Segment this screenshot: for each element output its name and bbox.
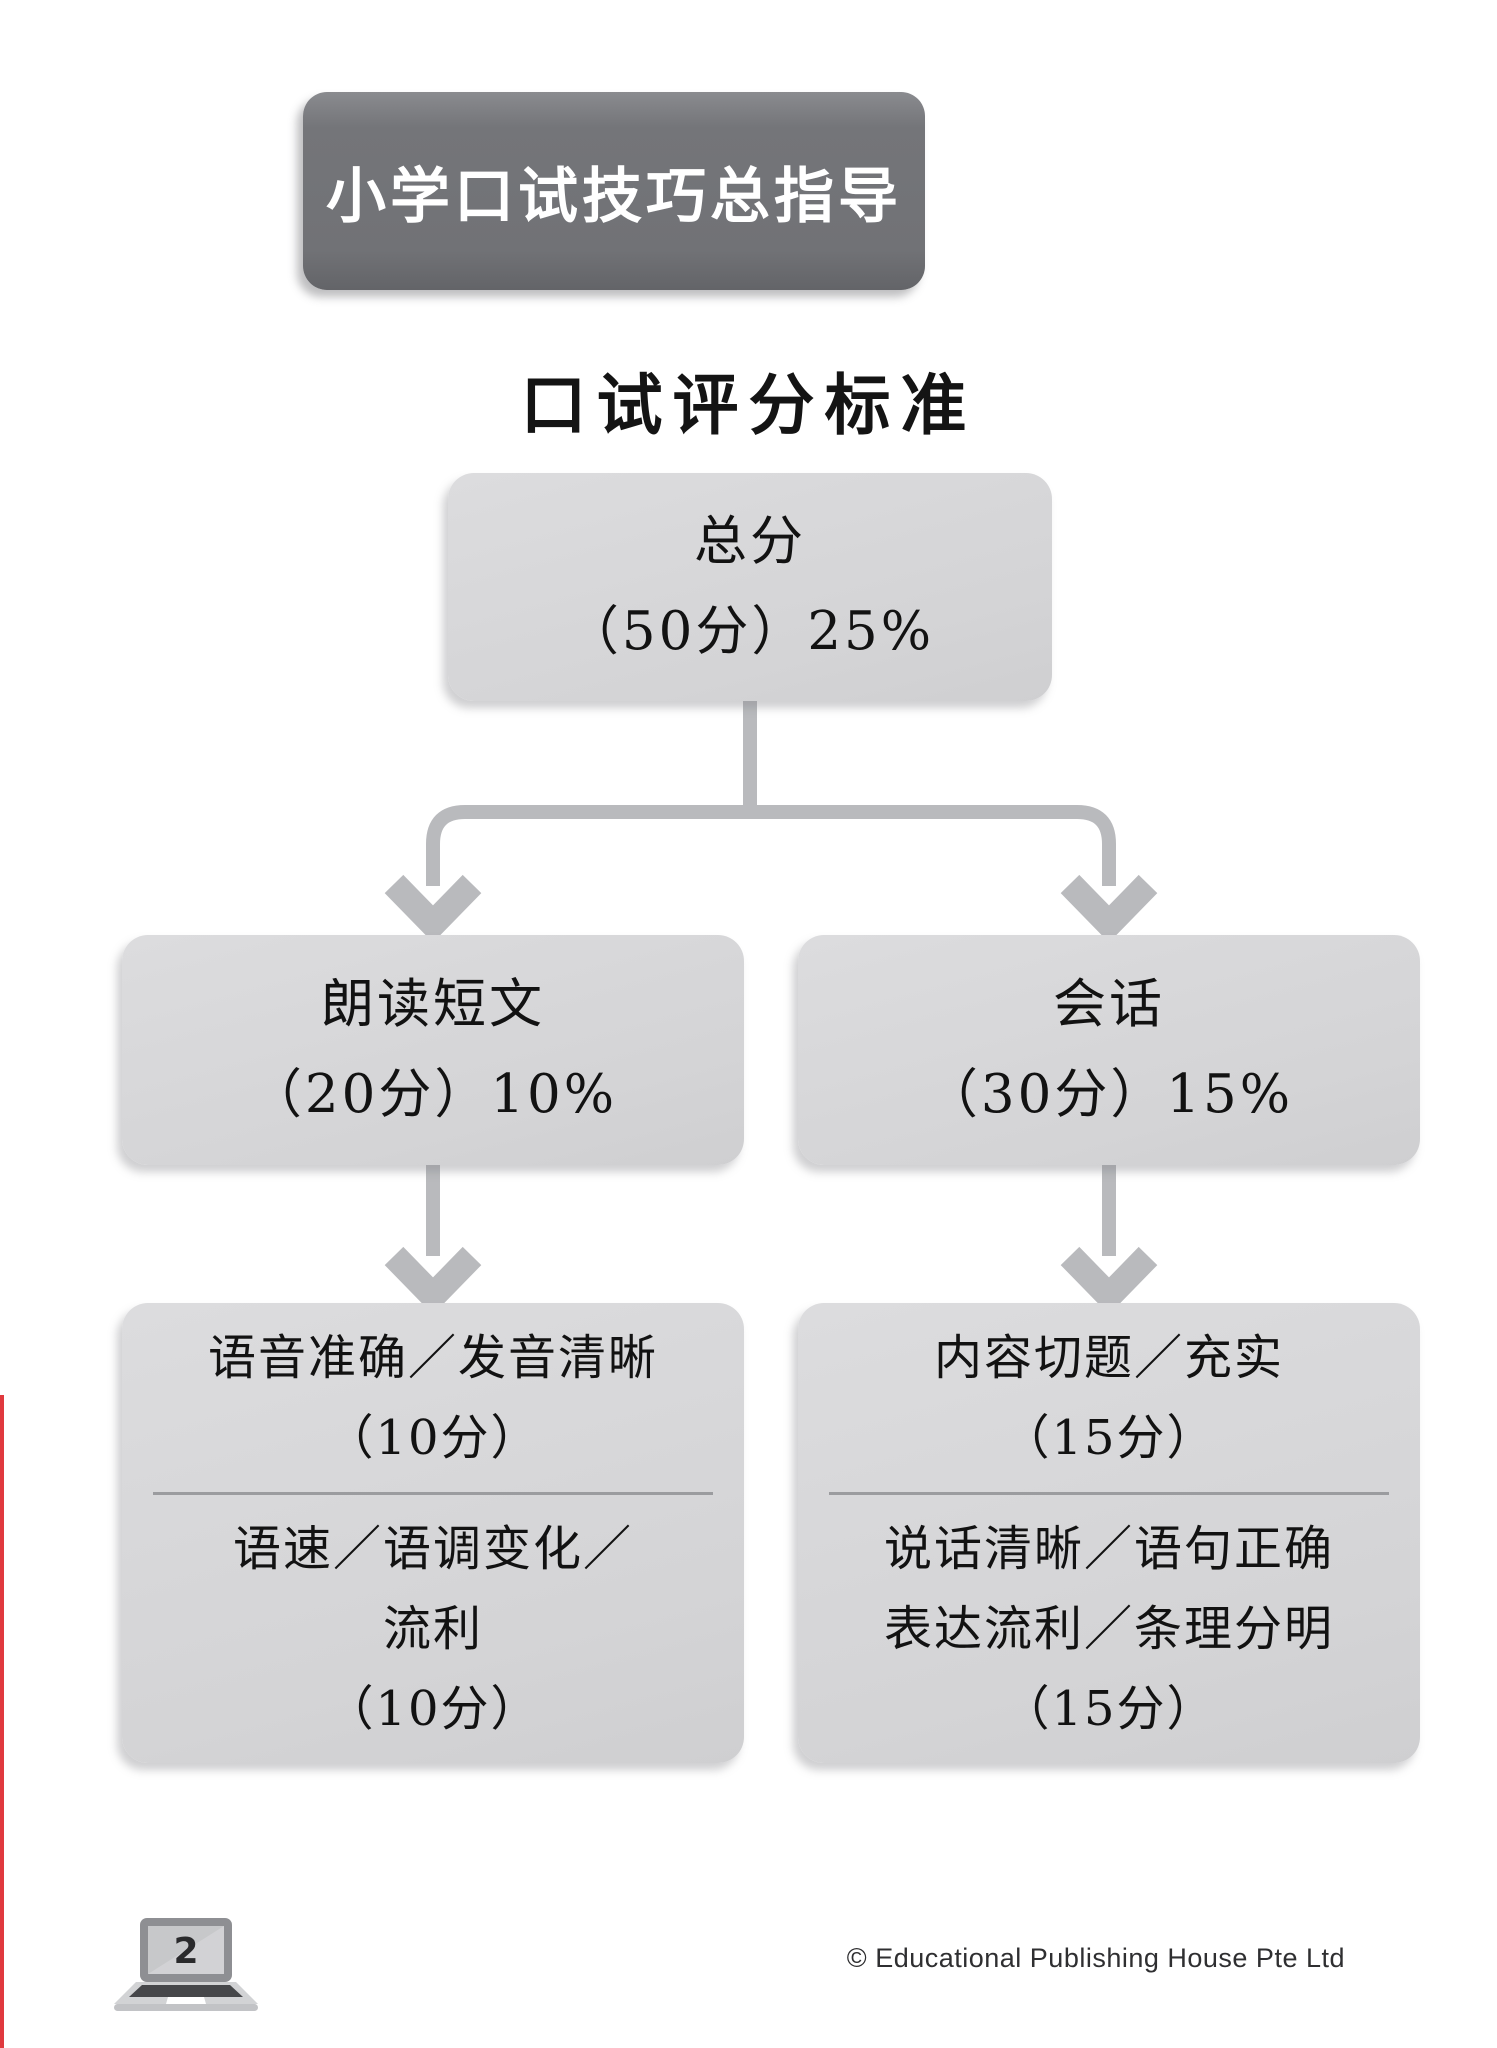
section-heading: 口试评分标准 — [520, 366, 977, 444]
node-detail: （30分）15% — [924, 1064, 1294, 1125]
laptop-touchpad — [166, 1997, 206, 2004]
criterion-score: （10分） — [325, 1680, 541, 1737]
criteria-divider — [153, 1491, 713, 1495]
flow-node-total-score: 总分 （50分）25% — [448, 473, 1052, 701]
banner-title: 小学口试技巧总指导 — [326, 161, 902, 232]
criterion-score: （10分） — [325, 1409, 541, 1466]
laptop-keyboard — [129, 1985, 243, 1997]
node-title: 会话 — [1053, 974, 1165, 1035]
flow-node-conversation-criteria: 内容切题／充实 （15分） 说话清晰／语句正确 表达流利／条理分明 （15分） — [798, 1303, 1420, 1763]
criterion-line: 表达流利／条理分明 — [883, 1600, 1334, 1657]
title-banner: 小学口试技巧总指导 — [303, 92, 925, 290]
criterion-score: （15分） — [1001, 1680, 1217, 1737]
flow-node-reading-criteria: 语音准确／发音清晰 （10分） 语速／语调变化／ 流利 （10分） — [122, 1303, 744, 1763]
flow-node-reading: 朗读短文 （20分）10% — [122, 935, 744, 1165]
criteria-divider — [829, 1491, 1389, 1495]
laptop-front-edge — [114, 2004, 258, 2011]
criterion-line: 说话清晰／语句正确 — [883, 1520, 1334, 1577]
node-title: 朗读短文 — [321, 974, 545, 1035]
criterion-line: 语音准确／发音清晰 — [207, 1329, 658, 1386]
page-number: 2 — [173, 1931, 198, 1972]
criterion-line: 流利 — [382, 1600, 483, 1657]
criterion-line: 内容切题／充实 — [933, 1329, 1284, 1386]
flow-node-conversation: 会话 （30分）15% — [798, 935, 1420, 1165]
page-edge-red-strip — [0, 1395, 4, 2048]
node-detail: （50分）25% — [565, 601, 935, 662]
laptop-icon: 2 — [114, 1918, 258, 2011]
node-title: 总分 — [694, 511, 806, 572]
copyright-text: © Educational Publishing House Pte Ltd — [846, 1943, 1345, 1973]
node-detail: （20分）10% — [248, 1064, 618, 1125]
laptop-screen-glare — [148, 1926, 224, 1974]
criterion-line: 语速／语调变化／ — [232, 1520, 633, 1577]
criterion-score: （15分） — [1001, 1409, 1217, 1466]
